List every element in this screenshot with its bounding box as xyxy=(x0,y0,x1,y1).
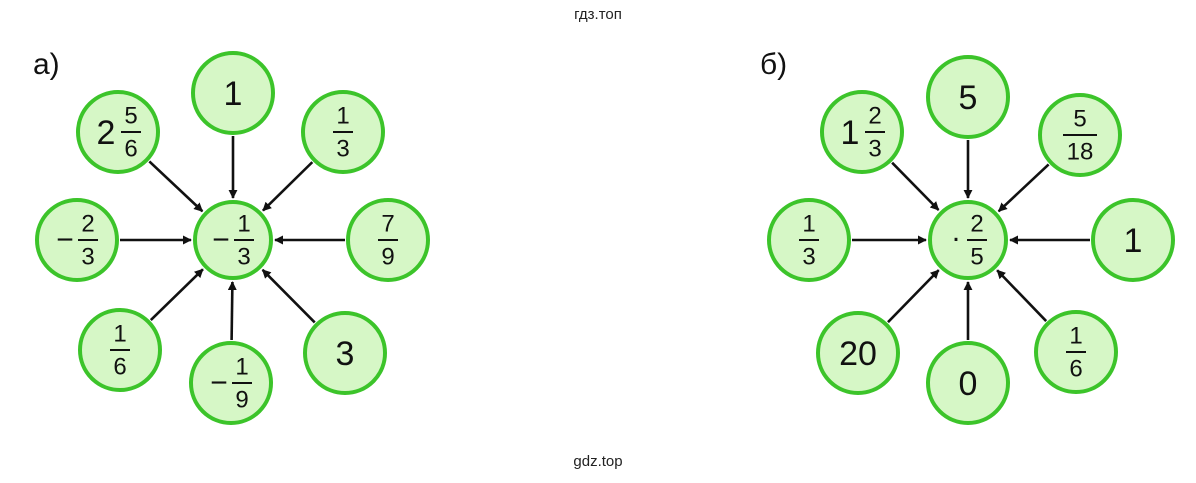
panel-a-node-top-left-circle xyxy=(76,90,160,174)
watermark-bottom: gdz.top xyxy=(573,453,623,470)
panel-a-node-top-left-denominator: 6 xyxy=(124,136,137,163)
panel-b-node-top-right-denominator: 18 xyxy=(1067,139,1094,166)
panel-a-label: а) xyxy=(33,48,60,81)
panel-a-arrow-bottom xyxy=(227,281,237,341)
panel-a-node-top-left-numerator: 5 xyxy=(124,103,137,130)
panel-b-arrow-bottom-right xyxy=(996,269,1048,322)
panel-a-node-left-circle xyxy=(35,198,119,282)
panel-b-center-node-numerator: 2 xyxy=(970,211,983,238)
panel-a-node-bottom-circle xyxy=(189,341,273,425)
panel-b-node-bottom-right-denominator: 6 xyxy=(1069,356,1082,383)
panel-b-arrow-top-left xyxy=(891,161,940,211)
panel-b-node-bottom-circle xyxy=(926,341,1010,425)
panel-a-node-left: −2 3 xyxy=(35,198,119,282)
panel-b-node-top: 5 xyxy=(926,55,1010,139)
panel-b-node-bottom-left: 20 xyxy=(816,311,900,395)
panel-b-node-top-left-denominator: 3 xyxy=(868,136,881,163)
panel-a-node-top-right-denominator: 3 xyxy=(336,136,349,163)
panel-a-node-left-denominator: 3 xyxy=(81,244,94,271)
panel-a-node-bottom-left: 16 xyxy=(78,308,162,392)
panel-a-node-left-numerator: 2 xyxy=(81,211,94,238)
panel-b-node-bottom: 0 xyxy=(926,341,1010,425)
panel-a-node-bottom-denominator: 9 xyxy=(235,387,248,414)
panel-b-node-bottom-left-circle xyxy=(816,311,900,395)
panel-a-node-right-denominator: 9 xyxy=(381,244,394,271)
panel-a-node-bottom-numerator: 1 xyxy=(235,354,248,381)
panel-b-center-node-multiply-dot: · xyxy=(951,222,961,255)
watermark-top: гдз.топ xyxy=(574,6,622,23)
panel-a-node-top-right-numerator: 1 xyxy=(336,103,349,130)
panel-a-arrow-top-right xyxy=(262,161,314,212)
panel-a-node-top-circle xyxy=(191,51,275,135)
panel-b-node-left: 13 xyxy=(767,198,851,282)
panel-a-center-node: −1 3 xyxy=(193,200,273,280)
panel-a-node-bottom-left-denominator: 6 xyxy=(113,354,126,381)
panel-a-node-top-left-whole: 2 xyxy=(97,114,116,152)
panel-b-node-top-left-circle xyxy=(820,90,904,174)
panel-b-node-right-circle xyxy=(1091,198,1175,282)
panel-a-node-top: 1 xyxy=(191,51,275,135)
panel-b-node-top-left-whole: 1 xyxy=(841,114,860,152)
panel-a-node-bottom-right: 3 xyxy=(303,311,387,395)
panel-b-node-right-whole: 1 xyxy=(1124,222,1143,260)
panel-b-node-left-denominator: 3 xyxy=(802,244,815,271)
panel-a-node-bottom-minus-sign: − xyxy=(210,367,228,400)
panel-a-node-left-minus-sign: − xyxy=(56,224,74,257)
panel-a-node-right-numerator: 7 xyxy=(381,211,394,238)
panel-a-center-node-denominator: 3 xyxy=(237,244,250,271)
panel-a-arrow-bottom-left xyxy=(149,268,204,321)
panel-b-center-node-denominator: 5 xyxy=(970,244,983,271)
panel-b-arrow-bottom-left xyxy=(887,269,940,324)
panel-a-node-bottom: −1 9 xyxy=(189,341,273,425)
panel-b-node-bottom-right: 16 xyxy=(1034,310,1118,394)
panel-a-arrow-bottom-right xyxy=(261,268,316,324)
panel-a-node-bottom-left-numerator: 1 xyxy=(113,321,126,348)
panel-a-node-bottom-right-circle xyxy=(303,311,387,395)
panel-a-center-node-numerator: 1 xyxy=(237,211,250,238)
panel-a-node-top-whole: 1 xyxy=(224,75,243,113)
panel-a-node-top-right: 13 xyxy=(301,90,385,174)
panel-a-center-node-circle xyxy=(193,200,273,280)
panel-b-node-top-circle xyxy=(926,55,1010,139)
panel-b-node-bottom-whole: 0 xyxy=(959,365,978,403)
panel-b-center-node: · 2 5 xyxy=(928,200,1008,280)
panel-b-node-bottom-right-numerator: 1 xyxy=(1069,323,1082,350)
panel-a-node-right: 79 xyxy=(346,198,430,282)
panel-a-center-node-minus-sign: − xyxy=(212,224,230,257)
panel-b-node-left-numerator: 1 xyxy=(802,211,815,238)
panel-b-arrow-top-right xyxy=(997,163,1050,213)
panel-b-node-top-whole: 5 xyxy=(959,79,978,117)
panel-a-arrow-top-left xyxy=(148,160,204,213)
panel-b-node-top-right: 518 xyxy=(1038,93,1122,177)
panel-b-label: б) xyxy=(760,48,788,81)
panel-b-node-right: 1 xyxy=(1091,198,1175,282)
panel-b-node-top-left-numerator: 2 xyxy=(868,103,881,130)
panel-a-node-bottom-right-whole: 3 xyxy=(336,335,355,373)
panel-b-node-bottom-left-whole: 20 xyxy=(839,335,877,373)
panel-b-node-top-right-numerator: 5 xyxy=(1073,106,1086,133)
